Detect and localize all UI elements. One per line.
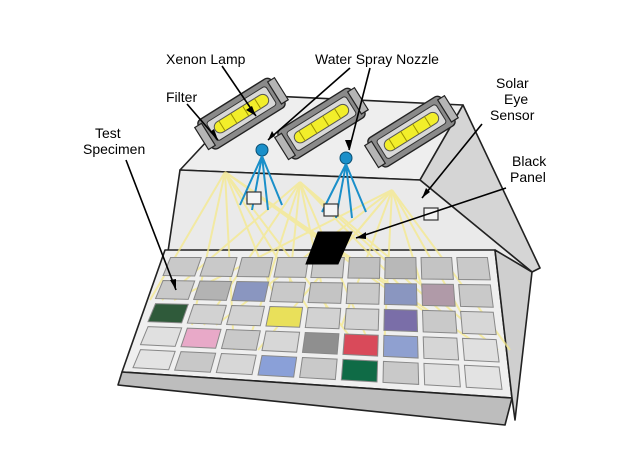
specimen-tile <box>200 258 237 277</box>
specimen-tile <box>187 305 226 325</box>
specimen-tile <box>343 334 378 356</box>
specimen-tile <box>305 307 340 328</box>
specimen-tile <box>464 365 502 389</box>
specimen-tile <box>302 332 338 354</box>
label-black-panel-line1: Black <box>512 153 547 169</box>
specimen-tile <box>133 350 175 370</box>
specimen-tile <box>270 282 306 302</box>
specimen-tile <box>345 308 379 330</box>
specimen-tile <box>175 352 216 373</box>
specimen-tile <box>148 304 188 323</box>
solar-eye-sensor-1 <box>247 192 261 204</box>
specimen-tile <box>216 354 256 375</box>
specimen-tile <box>424 363 460 387</box>
label-test-specimen-line2: Specimen <box>83 141 145 157</box>
specimen-tile <box>262 331 300 352</box>
specimen-tile <box>423 337 458 360</box>
specimen-tile <box>383 335 418 358</box>
label-xenon-lamp: Xenon Lamp <box>166 51 246 67</box>
specimen-tile <box>232 282 269 302</box>
specimen-tile <box>457 258 491 280</box>
leader-test-specimen <box>126 160 176 290</box>
specimen-tile <box>274 258 309 278</box>
specimen-tile <box>308 282 342 303</box>
specimen-tile <box>237 258 273 277</box>
specimen-tile <box>459 284 494 307</box>
specimen-tile <box>258 356 297 378</box>
specimen-tile <box>300 357 337 379</box>
specimen-tile <box>422 284 455 306</box>
specimen-tile <box>181 328 221 348</box>
label-solar-eye-line3: Sensor <box>490 107 535 123</box>
specimen-tile <box>221 330 260 351</box>
specimen-tile <box>385 258 417 279</box>
label-filter: Filter <box>166 89 197 105</box>
specimen-tile <box>141 327 182 347</box>
specimen-tile <box>383 361 419 384</box>
label-solar-eye-line1: Solar <box>496 75 529 91</box>
specimen-tile <box>348 258 380 279</box>
label-black-panel-line2: Panel <box>510 169 546 185</box>
specimen-tile <box>227 306 265 326</box>
solar-eye-sensor-2 <box>324 204 338 216</box>
label-water-spray-nozzle: Water Spray Nozzle <box>315 51 439 67</box>
specimen-tile <box>346 283 379 304</box>
specimen-tile <box>384 309 418 331</box>
specimen-tile <box>463 338 500 362</box>
specimen-tile <box>422 310 456 333</box>
specimen-tile <box>461 311 497 334</box>
specimen-tile <box>266 307 303 328</box>
specimen-tile <box>421 258 453 280</box>
specimen-tile <box>384 283 417 305</box>
specimen-tile <box>341 359 377 382</box>
label-test-specimen-line1: Test <box>95 125 121 141</box>
specimen-tile <box>194 281 232 300</box>
label-solar-eye-line2: Eye <box>504 91 528 107</box>
